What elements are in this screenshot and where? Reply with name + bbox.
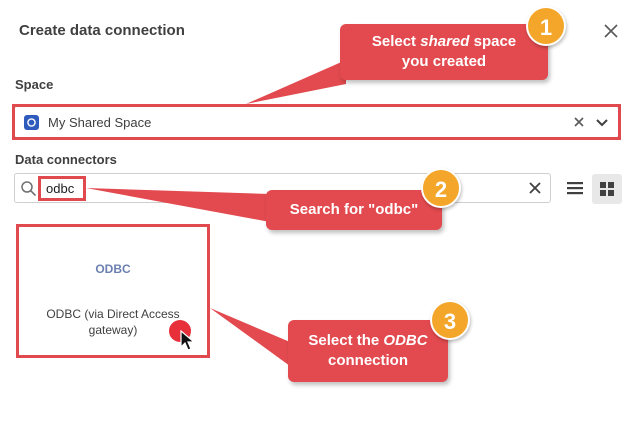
step-badge-3: 3 xyxy=(430,300,470,340)
space-icon xyxy=(24,115,39,130)
connectors-label: Data connectors xyxy=(15,152,117,167)
list-view-button[interactable] xyxy=(561,176,589,202)
search-icon xyxy=(21,181,37,197)
search-clear-button[interactable] xyxy=(527,180,543,196)
callout-select-space: Select shared space you created xyxy=(340,24,548,80)
callout-select-space-line1: Select shared space xyxy=(371,33,517,50)
clear-icon xyxy=(529,182,541,194)
mouse-cursor-icon xyxy=(180,330,196,351)
step-badge-2: 2 xyxy=(421,168,461,208)
space-select[interactable]: My Shared Space xyxy=(14,106,619,138)
list-view-icon xyxy=(567,182,583,195)
dialog-title: Create data connection xyxy=(19,22,185,39)
clear-icon xyxy=(574,117,584,127)
search-value: odbc xyxy=(46,181,75,196)
grid-view-icon xyxy=(600,182,614,196)
close-button[interactable] xyxy=(600,20,622,42)
connector-name: ODBC (via Direct Access gateway) xyxy=(46,307,180,337)
clear-space-button[interactable] xyxy=(571,113,587,131)
selected-space-name: My Shared Space xyxy=(48,115,152,130)
callout-select-space-line2: you created xyxy=(401,53,487,70)
callout-search-text: Search for "odbc" xyxy=(289,201,419,218)
connector-brand: ODBC xyxy=(95,262,131,276)
space-label: Space xyxy=(15,77,54,92)
callout-select-odbc-line2: connection xyxy=(327,352,408,369)
space-dropdown-toggle[interactable] xyxy=(593,113,611,131)
step-badge-1: 1 xyxy=(526,6,566,46)
grid-view-button[interactable] xyxy=(592,174,622,204)
callout-select-odbc: Select the ODBC connection xyxy=(288,320,448,382)
chevron-down-icon xyxy=(596,119,608,127)
callout-select-odbc-line1: Select the ODBC xyxy=(308,332,428,349)
callout-search: Search for "odbc" xyxy=(266,190,442,230)
close-icon xyxy=(604,24,618,38)
